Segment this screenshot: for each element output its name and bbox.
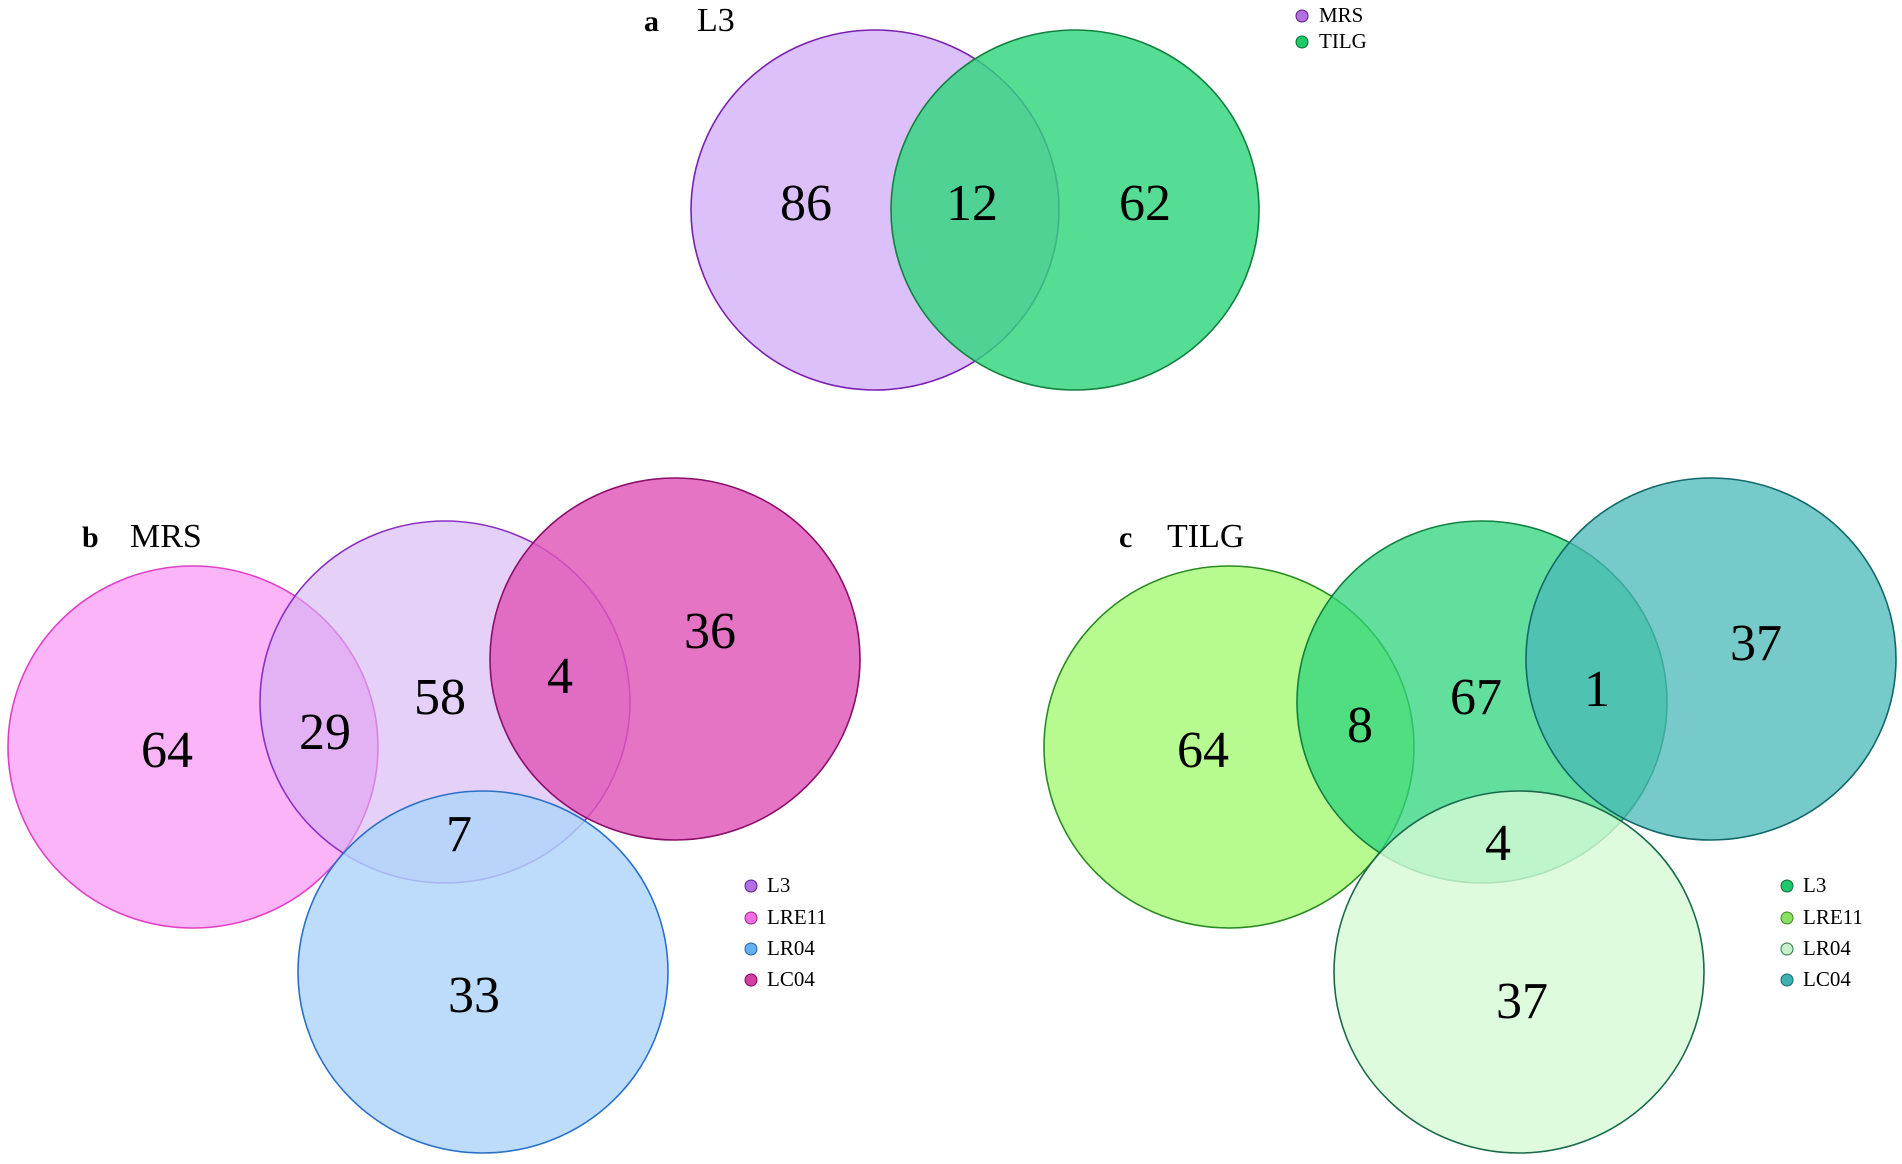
legend-c-label-lre11: LRE11 [1803,905,1863,929]
legend-a-label-mrs: MRS [1319,3,1363,27]
legend-c-marker-l3 [1780,879,1794,893]
venn-c-count-lre11-l3: 8 [1347,697,1373,754]
legend-c-marker-lre11 [1780,911,1794,925]
legend-a-marker-tilg [1295,35,1309,49]
panel-b: b MRS 64 29 58 4 36 7 33 L3 LRE11 LR04 L… [7,477,861,1154]
venn-a-circle-tilg [890,29,1260,391]
legend-b: L3 LRE11 LR04 LC04 [744,873,827,991]
panel-c-letter: c [1119,521,1132,554]
legend-c: L3 LRE11 LR04 LC04 [1780,873,1863,991]
legend-a-label-tilg: TILG [1319,29,1367,53]
legend-b-marker-lr04 [744,942,758,956]
legend-b-label-lr04: LR04 [767,936,815,960]
venn-a-count-tilg-only: 62 [1119,175,1171,232]
panel-a-letter: a [644,5,659,38]
venn-c-count-lre11-only: 64 [1177,722,1229,779]
panel-a: a L3 86 12 62 MRS TILG [644,2,1367,391]
legend-b-label-lre11: LRE11 [767,905,827,929]
venn-b-count-l3-only: 58 [414,669,466,726]
legend-a: MRS TILG [1295,3,1367,53]
venn-b-count-l3-lr04: 7 [446,806,472,863]
venn-b-count-lre11-only: 64 [141,722,193,779]
legend-c-marker-lr04 [1780,942,1794,956]
panel-b-title: MRS [130,518,202,555]
venn-b-count-lc04-only: 36 [684,603,736,660]
panel-c-title: TILG [1167,518,1244,555]
venn-b-circle-lc04 [489,477,861,841]
legend-c-label-lc04: LC04 [1803,967,1851,991]
legend-c-label-lr04: LR04 [1803,936,1851,960]
venn-c-count-l3-lc04: 1 [1584,661,1610,718]
venn-b-count-lr04-only: 33 [448,967,500,1024]
venn-c-count-l3-only: 67 [1450,669,1502,726]
legend-b-marker-lc04 [744,973,758,987]
legend-c-marker-lc04 [1780,973,1794,987]
venn-b-count-lre11-l3: 29 [299,704,351,761]
legend-b-label-l3: L3 [767,873,790,897]
legend-b-label-lc04: LC04 [767,967,815,991]
venn-c-circle-lc04 [1525,477,1897,841]
legend-b-marker-lre11 [744,911,758,925]
panel-c: c TILG 64 8 67 1 37 4 37 L3 LRE11 LR04 L… [1043,477,1897,1154]
venn-b-circle-lr04 [297,790,669,1154]
venn-a-count-mrs-only: 86 [780,175,832,232]
venn-c-circle-lr04 [1333,790,1705,1154]
panel-a-title: L3 [697,2,735,39]
legend-a-marker-mrs [1295,9,1309,23]
panel-b-letter: b [82,521,99,554]
venn-a-count-mrs-tilg: 12 [946,175,998,232]
legend-b-marker-l3 [744,879,758,893]
venn-c-count-lc04-only: 37 [1730,615,1782,672]
venn-c-count-l3-lr04: 4 [1485,815,1511,872]
venn-b-count-l3-lc04: 4 [547,648,573,705]
legend-c-label-l3: L3 [1803,873,1826,897]
venn-c-count-lr04-only: 37 [1496,973,1548,1030]
